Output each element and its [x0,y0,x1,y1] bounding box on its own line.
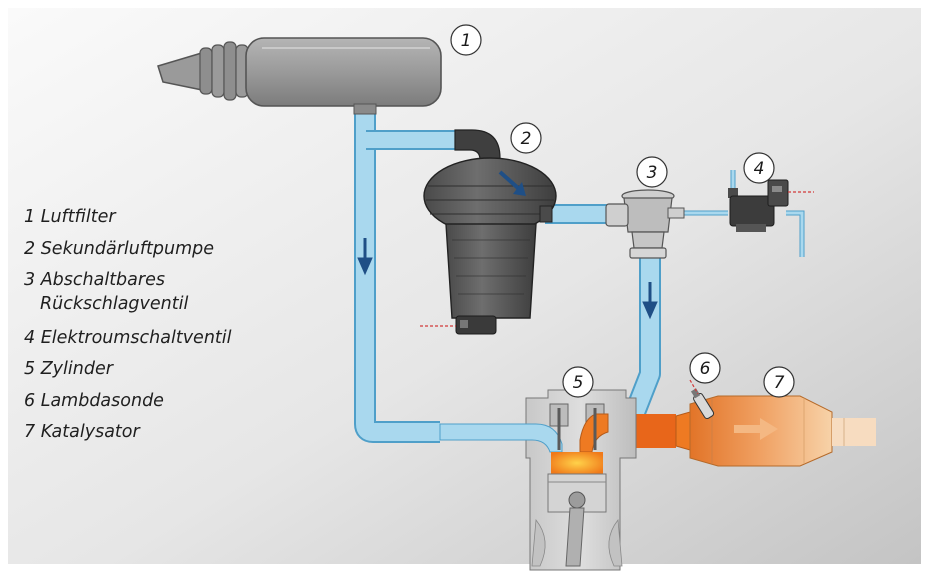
legend-label: 4 Elektroumschaltventil [24,327,232,348]
secondary-air-pump [420,129,557,335]
legend-label-line1: 3 Abschaltbares [24,270,165,290]
callout-2: 2 [510,122,542,154]
check-valve [605,189,685,259]
legend-item-6: 6 Lambdasonde [24,388,232,414]
legend-item-4: 4 Elektroumschaltventil [24,325,232,351]
callout-4: 4 [743,152,775,184]
callout-3-label: 3 [647,163,658,183]
legend-label-line2: Rückschlagventil [40,294,189,314]
callout-6-label: 6 [700,359,711,379]
callout-1-label: 1 [461,31,472,51]
legend-label: 1 Luftfilter [24,207,116,227]
callout-markers: 1 2 3 4 5 6 7 [450,24,795,398]
callout-2-label: 2 [521,129,532,149]
legend-item-3: 3 Abschaltbares Rückschlagventil [24,267,232,319]
solenoid-valve [728,179,814,232]
flow-arrow-icons [357,238,658,320]
legend-item-2: 2 Sekundärluftpumpe [24,236,232,262]
callout-5-label: 5 [573,373,584,393]
legend-label: 7 Katalysator [24,422,140,442]
callout-4-label: 4 [754,159,765,179]
cylinder [439,389,637,571]
callout-5: 5 [562,366,594,398]
component-legend: 1 Luftfilter 2 Sekundärluftpumpe 3 Absch… [24,204,232,451]
legend-item-1: 1 Luftfilter [24,204,232,230]
callout-7: 7 [763,366,795,398]
air-filter [157,37,442,115]
callout-1: 1 [450,24,482,56]
exhaust-system [608,395,876,467]
legend-label: 5 Zylinder [24,359,113,379]
callout-7-label: 7 [774,373,785,393]
callout-3: 3 [636,156,668,188]
legend-label: 6 Lambdasonde [24,390,164,411]
lambda-signal-line [689,379,699,395]
legend-item-5: 5 Zylinder [24,356,232,382]
lambda-probe [690,388,715,420]
legend-label: 2 Sekundärluftpumpe [24,238,215,259]
legend-item-7: 7 Katalysator [24,419,232,445]
callout-6: 6 [689,352,721,384]
